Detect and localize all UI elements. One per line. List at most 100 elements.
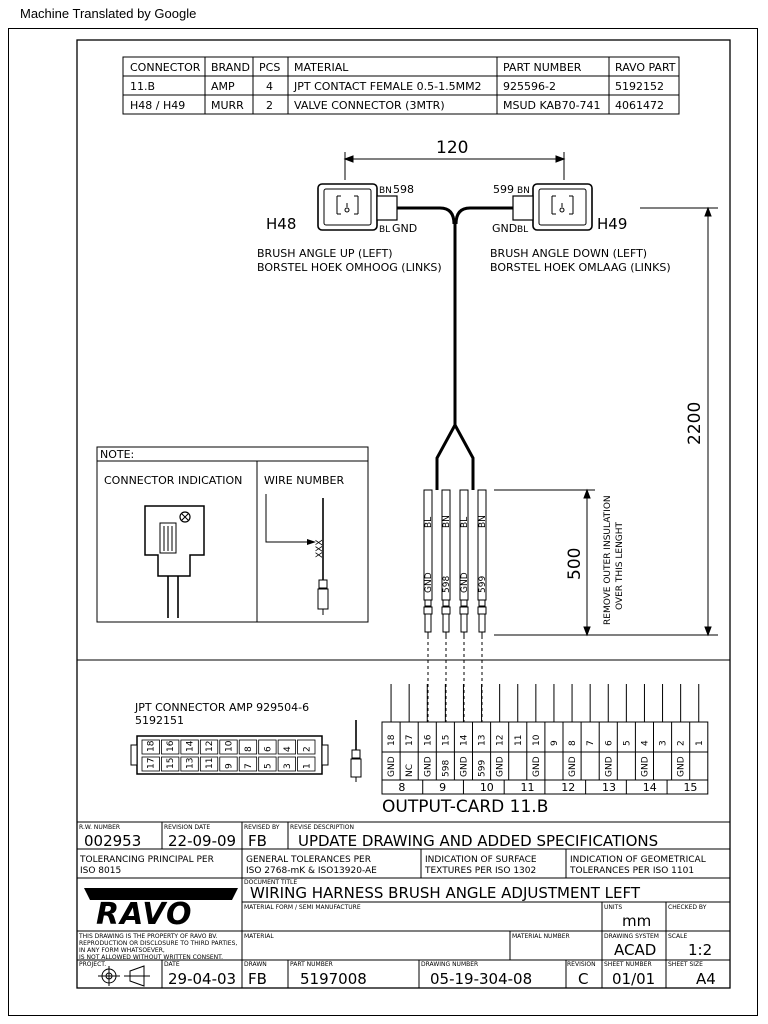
table-header-connector: CONNECTOR	[130, 61, 201, 74]
table-cell: 2	[266, 99, 273, 112]
output-pin-number: 13	[478, 735, 488, 746]
valve-symbol-icon	[336, 195, 359, 215]
wire-color-label: BN	[442, 515, 452, 528]
jpt-pin-number: 8	[244, 746, 254, 752]
h49-bl-label: BL	[517, 225, 528, 235]
jpt-cavity	[141, 739, 160, 755]
table-header-brand: BRAND	[211, 61, 250, 74]
connector-indication-icon	[144, 505, 205, 618]
drawing-number-label: DRAWING NUMBER	[421, 961, 478, 968]
output-group-number: 12	[561, 781, 575, 794]
output-pin-number: 11	[514, 735, 524, 746]
output-group-number: 14	[643, 781, 657, 794]
note-connector-indication: CONNECTOR INDICATION	[104, 474, 242, 487]
output-card-title: OUTPUT-CARD 11.B	[382, 797, 548, 817]
geometrical-tolerance-1: INDICATION OF GEOMETRICAL	[570, 855, 706, 865]
document-title: WIRING HARNESS BRUSH ANGLE ADJUSTMENT LE…	[250, 884, 641, 902]
date-label: DATE	[164, 961, 180, 968]
h49-gnd: GND	[492, 222, 517, 235]
table-cell: 4	[266, 80, 273, 93]
output-group-number: 11	[521, 781, 535, 794]
output-pin-number: 3	[659, 740, 669, 746]
jpt-pin-number: 2	[302, 746, 312, 752]
output-group-number: 8	[398, 781, 405, 794]
h49-desc-en: BRUSH ANGLE DOWN (LEFT)	[490, 247, 647, 260]
scale-label: SCALE	[668, 933, 687, 940]
jpt-cavity	[161, 739, 180, 755]
material-number-label: MATERIAL NUMBER	[512, 933, 570, 940]
jpt-cavity	[277, 739, 296, 755]
output-pin-signal: GND	[423, 756, 433, 777]
output-pin-signal: GND	[604, 756, 614, 777]
general-tolerances-1: GENERAL TOLERANCES PER	[246, 855, 371, 865]
checked-by-label: CHECKED BY	[668, 904, 707, 911]
width-dimension	[343, 152, 566, 180]
table-cell: H48 / H49	[130, 99, 185, 112]
part-number: 5197008	[300, 970, 367, 988]
valve-symbol-icon	[551, 195, 574, 215]
wire-number-label: 599	[478, 576, 488, 593]
strip-note-1: REMOVE OUTER INSULATION	[603, 495, 613, 625]
output-pin-number: 7	[586, 740, 596, 746]
sheet-number: 01/01	[612, 970, 655, 988]
revise-description: UPDATE DRAWING AND ADDED SPECIFICATIONS	[298, 832, 658, 850]
rw-number-label: R.W. NUMBER	[79, 824, 120, 831]
jpt-pin-number: 10	[225, 740, 235, 752]
projection-label: PROJECT.	[79, 961, 106, 968]
note-wire-label: XXX	[315, 540, 325, 559]
jpt-cavity	[297, 756, 316, 772]
output-pin-number: 5	[622, 740, 632, 746]
drawn-label: DRAWN	[244, 961, 267, 968]
output-pin-number: 4	[640, 740, 650, 746]
date: 29-04-03	[168, 970, 236, 988]
jpt-cavity	[199, 756, 219, 772]
projection-symbol-icon	[98, 965, 150, 987]
surface-texture-2: TEXTURES PER ISO 1302	[424, 866, 536, 876]
wire-color-label: BL	[424, 517, 434, 528]
output-group-number: 15	[683, 781, 697, 794]
jpt-pin-number: 17	[147, 758, 157, 769]
output-pin-number: 15	[441, 735, 451, 746]
output-pin-signal: GND	[677, 756, 687, 777]
wire-lead	[423, 489, 433, 722]
jpt-cavity	[238, 739, 258, 755]
output-pin-signal: GND	[459, 756, 469, 777]
drawing-system: ACAD	[614, 941, 656, 959]
table-header-part-number: PART NUMBER	[503, 61, 582, 74]
output-group-number: 9	[439, 781, 446, 794]
h48-gnd: GND	[392, 222, 417, 235]
property-notice-4: IS NOT ALLOWED WITHOUT WRITTEN CONSENT.	[79, 954, 223, 961]
title-block-grid	[77, 821, 730, 988]
revise-desc-label: REVISE DESCRIPTION	[290, 824, 354, 831]
jpt-part: 5192151	[135, 714, 184, 727]
rw-number: 002953	[84, 832, 141, 850]
jpt-cavity	[180, 739, 199, 755]
output-pin-signal: GND	[640, 756, 650, 777]
dimension-500: 500	[565, 548, 585, 580]
table-header-ravo-part: RAVO PART	[615, 61, 676, 74]
table-cell: MURR	[211, 99, 244, 112]
sheet-size: A4	[696, 970, 716, 988]
h49-desc-nl: BORSTEL HOEK OMLAAG (LINKS)	[490, 261, 671, 274]
jpt-cavity	[219, 739, 238, 755]
parts-table	[122, 56, 680, 115]
jpt-title: JPT CONNECTOR AMP 929504-6	[134, 701, 309, 714]
material-form-label: MATERIAL FORM / SEMI MANUFACTURE	[244, 904, 361, 911]
sheet-size-label: SHEET SIZE	[668, 961, 703, 968]
scale: 1:2	[688, 941, 712, 959]
output-pin-number: 17	[405, 735, 415, 746]
wire-lead	[459, 489, 469, 722]
table-cell: 4061472	[615, 99, 664, 112]
output-pin-signal: GND	[387, 756, 397, 777]
wire-color-label: BN	[478, 515, 488, 528]
ravo-logo-text: RAVO	[96, 897, 192, 932]
jpt-cavity	[219, 756, 238, 772]
jpt-pin-number: 13	[186, 758, 196, 769]
jpt-pin-number: 7	[244, 763, 254, 769]
note-title: NOTE:	[100, 448, 134, 461]
revised-by: FB	[248, 832, 267, 850]
output-pin-number: 9	[550, 740, 560, 746]
h48-desc-nl: BORSTEL HOEK OMHOOG (LINKS)	[257, 261, 442, 274]
